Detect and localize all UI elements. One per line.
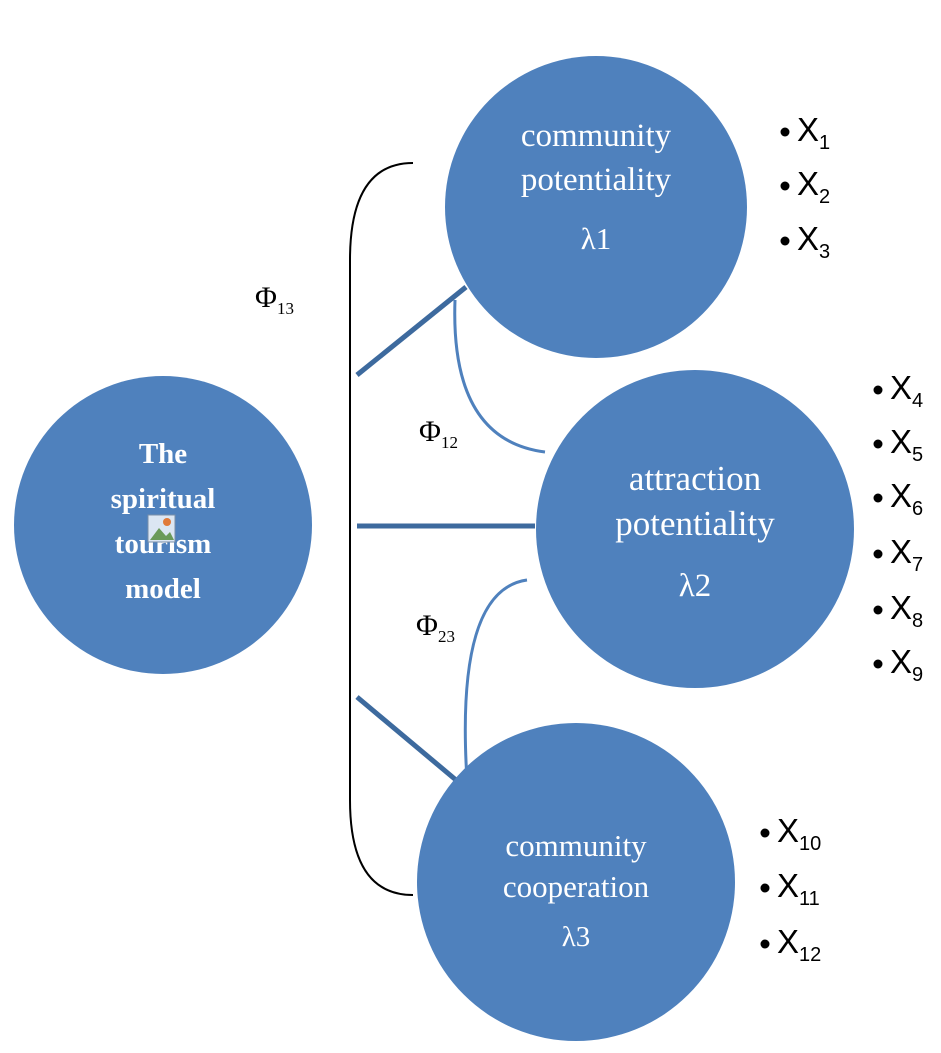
indicator-list-3: X10 X11 X12	[760, 812, 821, 966]
factor1-label-line-2: potentiality	[521, 162, 672, 198]
correlation-arc-23	[463, 578, 528, 781]
indicator-x1: X1	[797, 111, 830, 154]
indicator-x9: X9	[890, 643, 923, 686]
root-label-line-4: model	[125, 573, 201, 605]
phi-label-12: Φ12	[419, 415, 458, 452]
bullet-x7	[873, 549, 883, 559]
factor2-label-line-2: potentiality	[615, 504, 775, 543]
phi13-symbol: Φ	[255, 281, 277, 314]
factor-node-1[interactable]: community potentiality λ1	[445, 56, 747, 358]
bullet-x9	[873, 659, 883, 669]
bullet-x11	[760, 883, 770, 893]
bullet-x12	[760, 939, 770, 949]
indicator-x7: X7	[890, 533, 923, 576]
svg-text:Φ12: Φ12	[419, 415, 458, 452]
bullet-x8	[873, 605, 883, 615]
root-label-line-1: The	[139, 438, 187, 470]
phi23-symbol: Φ	[416, 609, 438, 642]
bullet-x6	[873, 493, 883, 503]
bullet-x2	[780, 181, 790, 191]
bullet-x10	[760, 828, 770, 838]
broken-image-icon	[147, 514, 176, 543]
bullet-x4	[873, 385, 883, 395]
correlation-arc-12	[453, 299, 546, 454]
factor3-symbol: λ3	[562, 921, 591, 953]
indicator-x4: X4	[890, 369, 923, 412]
phi23-subscript: 23	[438, 627, 455, 646]
path-root-factor3	[355, 695, 458, 782]
root-label-line-2: spiritual	[111, 483, 216, 515]
indicator-x10: X10	[777, 812, 821, 855]
indicator-x2: X2	[797, 165, 830, 208]
indicator-list-1: X1 X2 X3	[780, 111, 830, 263]
factor3-label-line-2: cooperation	[503, 869, 650, 904]
factor-node-2[interactable]: attraction potentiality λ2	[536, 370, 854, 688]
indicator-x12: X12	[777, 923, 821, 966]
indicator-x6: X6	[890, 477, 923, 520]
factor1-symbol: λ1	[581, 221, 612, 256]
svg-text:Φ23: Φ23	[416, 609, 455, 646]
indicator-x5: X5	[890, 423, 923, 466]
factor3-label-line-1: community	[505, 828, 647, 863]
phi-label-13: Φ13	[255, 281, 294, 318]
phi12-subscript: 12	[441, 433, 458, 452]
bullet-x1	[780, 127, 790, 137]
phi-label-23: Φ23	[416, 609, 455, 646]
root-node[interactable]: The spiritual tourism model	[14, 376, 312, 674]
indicator-x11: X11	[777, 867, 820, 910]
factor-node-3[interactable]: community cooperation λ3	[417, 723, 735, 1041]
path-root-factor1	[355, 285, 468, 377]
phi12-symbol: Φ	[419, 415, 441, 448]
svg-text:Φ13: Φ13	[255, 281, 294, 318]
bullet-x3	[780, 236, 790, 246]
indicator-x3: X3	[797, 220, 830, 263]
phi13-subscript: 13	[277, 299, 294, 318]
factor2-label-line-1: attraction	[629, 459, 761, 498]
bullet-x5	[873, 439, 883, 449]
indicator-list-2: X4 X5 X6 X7 X8 X9	[873, 369, 923, 686]
factor1-label-line-1: community	[521, 118, 672, 154]
correlation-arc-13	[349, 162, 414, 896]
factor2-symbol: λ2	[679, 568, 712, 604]
indicator-x8: X8	[890, 589, 923, 632]
